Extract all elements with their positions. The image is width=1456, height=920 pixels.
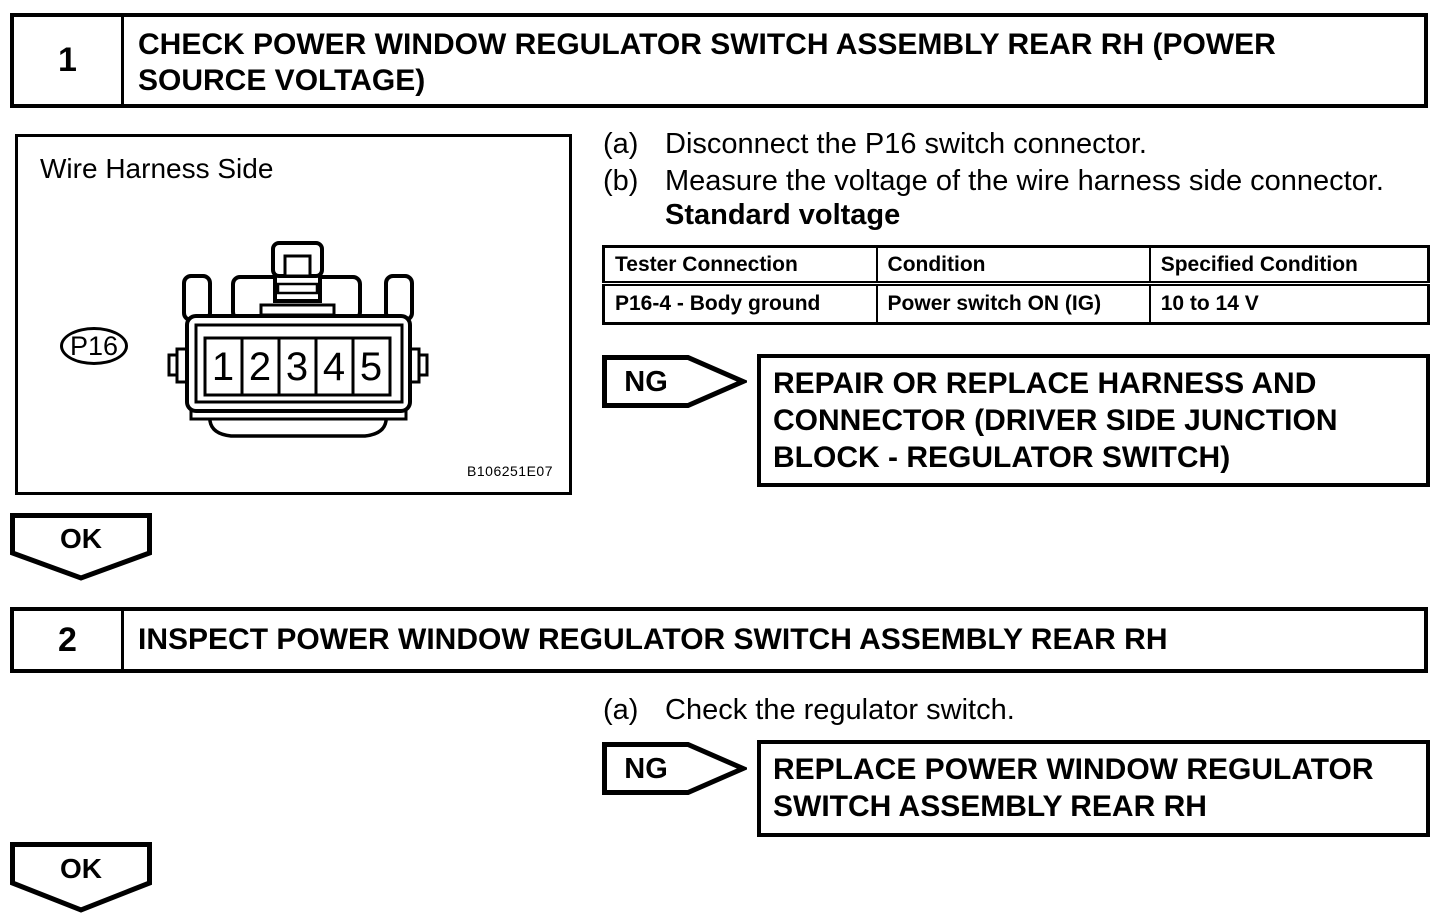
ok-label-2: OK (60, 853, 102, 884)
connector-diagram-icon: 1 2 3 4 5 (167, 241, 429, 438)
substep-text: Check the regulator switch. (665, 694, 1015, 726)
step-1-header-box: 1 CHECK POWER WINDOW REGULATOR SWITCH AS… (10, 13, 1428, 108)
col-tester-connection: Tester Connection (602, 245, 878, 286)
substep-marker: (b) (603, 165, 639, 197)
step-1-number: 1 (14, 17, 124, 104)
ng-label-1: NG (624, 366, 668, 398)
substep-marker: (a) (603, 694, 639, 726)
step-1-substep-b: (b) Measure the voltage of the wire harn… (603, 164, 1443, 198)
spec-heading: Standard voltage (665, 199, 901, 231)
substep-marker: (a) (603, 128, 639, 160)
step-2-title: INSPECT POWER WINDOW REGULATOR SWITCH AS… (138, 623, 1168, 656)
wire-harness-figure: Wire Harness Side P16 1 2 3 (15, 134, 572, 495)
pin-1-number: 1 (212, 345, 234, 389)
pin-2-number: 2 (249, 345, 271, 389)
cell-tester-connection: P16-4 - Body ground (602, 282, 878, 325)
step-1-title: CHECK POWER WINDOW REGULATOR SWITCH ASSE… (138, 28, 1276, 97)
substep-text: Measure the voltage of the wire harness … (665, 165, 1384, 197)
cell-condition: Power switch ON (IG) (875, 282, 1151, 325)
cell-specified-condition: 10 to 14 V (1148, 282, 1430, 325)
ng-action-box-2: REPLACE POWER WINDOW REGULATOR SWITCH AS… (757, 740, 1430, 837)
substep-text: Disconnect the P16 switch connector. (665, 128, 1147, 160)
col-condition: Condition (875, 245, 1151, 286)
ok-label-1: OK (60, 523, 102, 554)
step-2-header-box: 2 INSPECT POWER WINDOW REGULATOR SWITCH … (10, 607, 1428, 673)
col-specified-condition: Specified Condition (1148, 245, 1430, 286)
step-2-substep-a: (a) Check the regulator switch. (603, 693, 1443, 727)
figure-code: B106251E07 (467, 463, 553, 479)
ok-arrow-shape-1 (10, 513, 152, 581)
table-row: P16-4 - Body ground Power switch ON (IG)… (602, 282, 1430, 325)
ng-arrow-shape-1 (602, 355, 747, 408)
ng-label-2: NG (624, 753, 668, 785)
voltage-spec-table: Tester Connection Condition Specified Co… (602, 245, 1430, 325)
connector-id-badge: P16 (60, 327, 128, 365)
ng-action-box-1: REPAIR OR REPLACE HARNESS AND CONNECTOR … (757, 354, 1430, 487)
pin-4-number: 4 (323, 345, 345, 389)
step-2-number: 2 (14, 611, 124, 669)
pin-3-number: 3 (286, 345, 308, 389)
ok-arrow-shape-2 (10, 842, 152, 913)
table-header-row: Tester Connection Condition Specified Co… (602, 245, 1430, 286)
ng-arrow-shape-2 (602, 742, 747, 795)
step-1-substep-a: (a) Disconnect the P16 switch connector. (603, 127, 1443, 161)
pin-5-number: 5 (360, 345, 382, 389)
figure-caption: Wire Harness Side (40, 153, 274, 184)
